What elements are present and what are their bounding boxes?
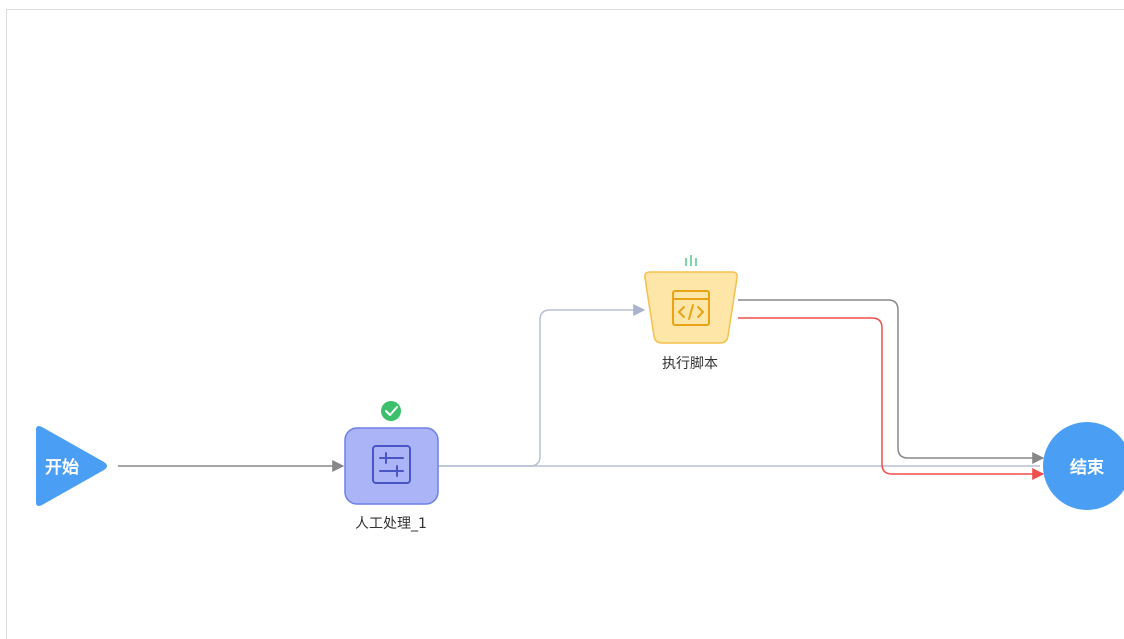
script-node-label: 执行脚本 (662, 356, 718, 372)
start-node-label: 开始 (45, 457, 79, 478)
end-node-label: 结束 (1070, 457, 1104, 478)
edge-script-to-end-gray[interactable] (738, 299, 1045, 464)
sliders-icon (372, 445, 411, 484)
end-node[interactable]: 结束 (1043, 422, 1124, 510)
script-node-border (644, 271, 738, 344)
start-node[interactable]: 开始 (36, 426, 107, 506)
manual-node-box (345, 428, 438, 504)
code-icon (672, 290, 710, 326)
end-node-shape (1043, 422, 1124, 510)
running-status-icon (685, 255, 697, 266)
manual-process-node[interactable]: 人工处理_1 (344, 401, 439, 532)
start-node-shape (36, 426, 107, 506)
completed-status-icon (381, 401, 401, 421)
edge-manual-to-script[interactable] (438, 304, 646, 467)
workflow-canvas[interactable] (6, 9, 1124, 639)
manual-node-border (344, 427, 439, 505)
execute-script-node[interactable]: 执行脚本 (644, 255, 738, 372)
edge-script-to-end-red[interactable] (738, 317, 1045, 480)
check-icon (385, 406, 398, 416)
manual-node-label: 人工处理_1 (355, 516, 427, 532)
script-node-shape (644, 272, 738, 343)
